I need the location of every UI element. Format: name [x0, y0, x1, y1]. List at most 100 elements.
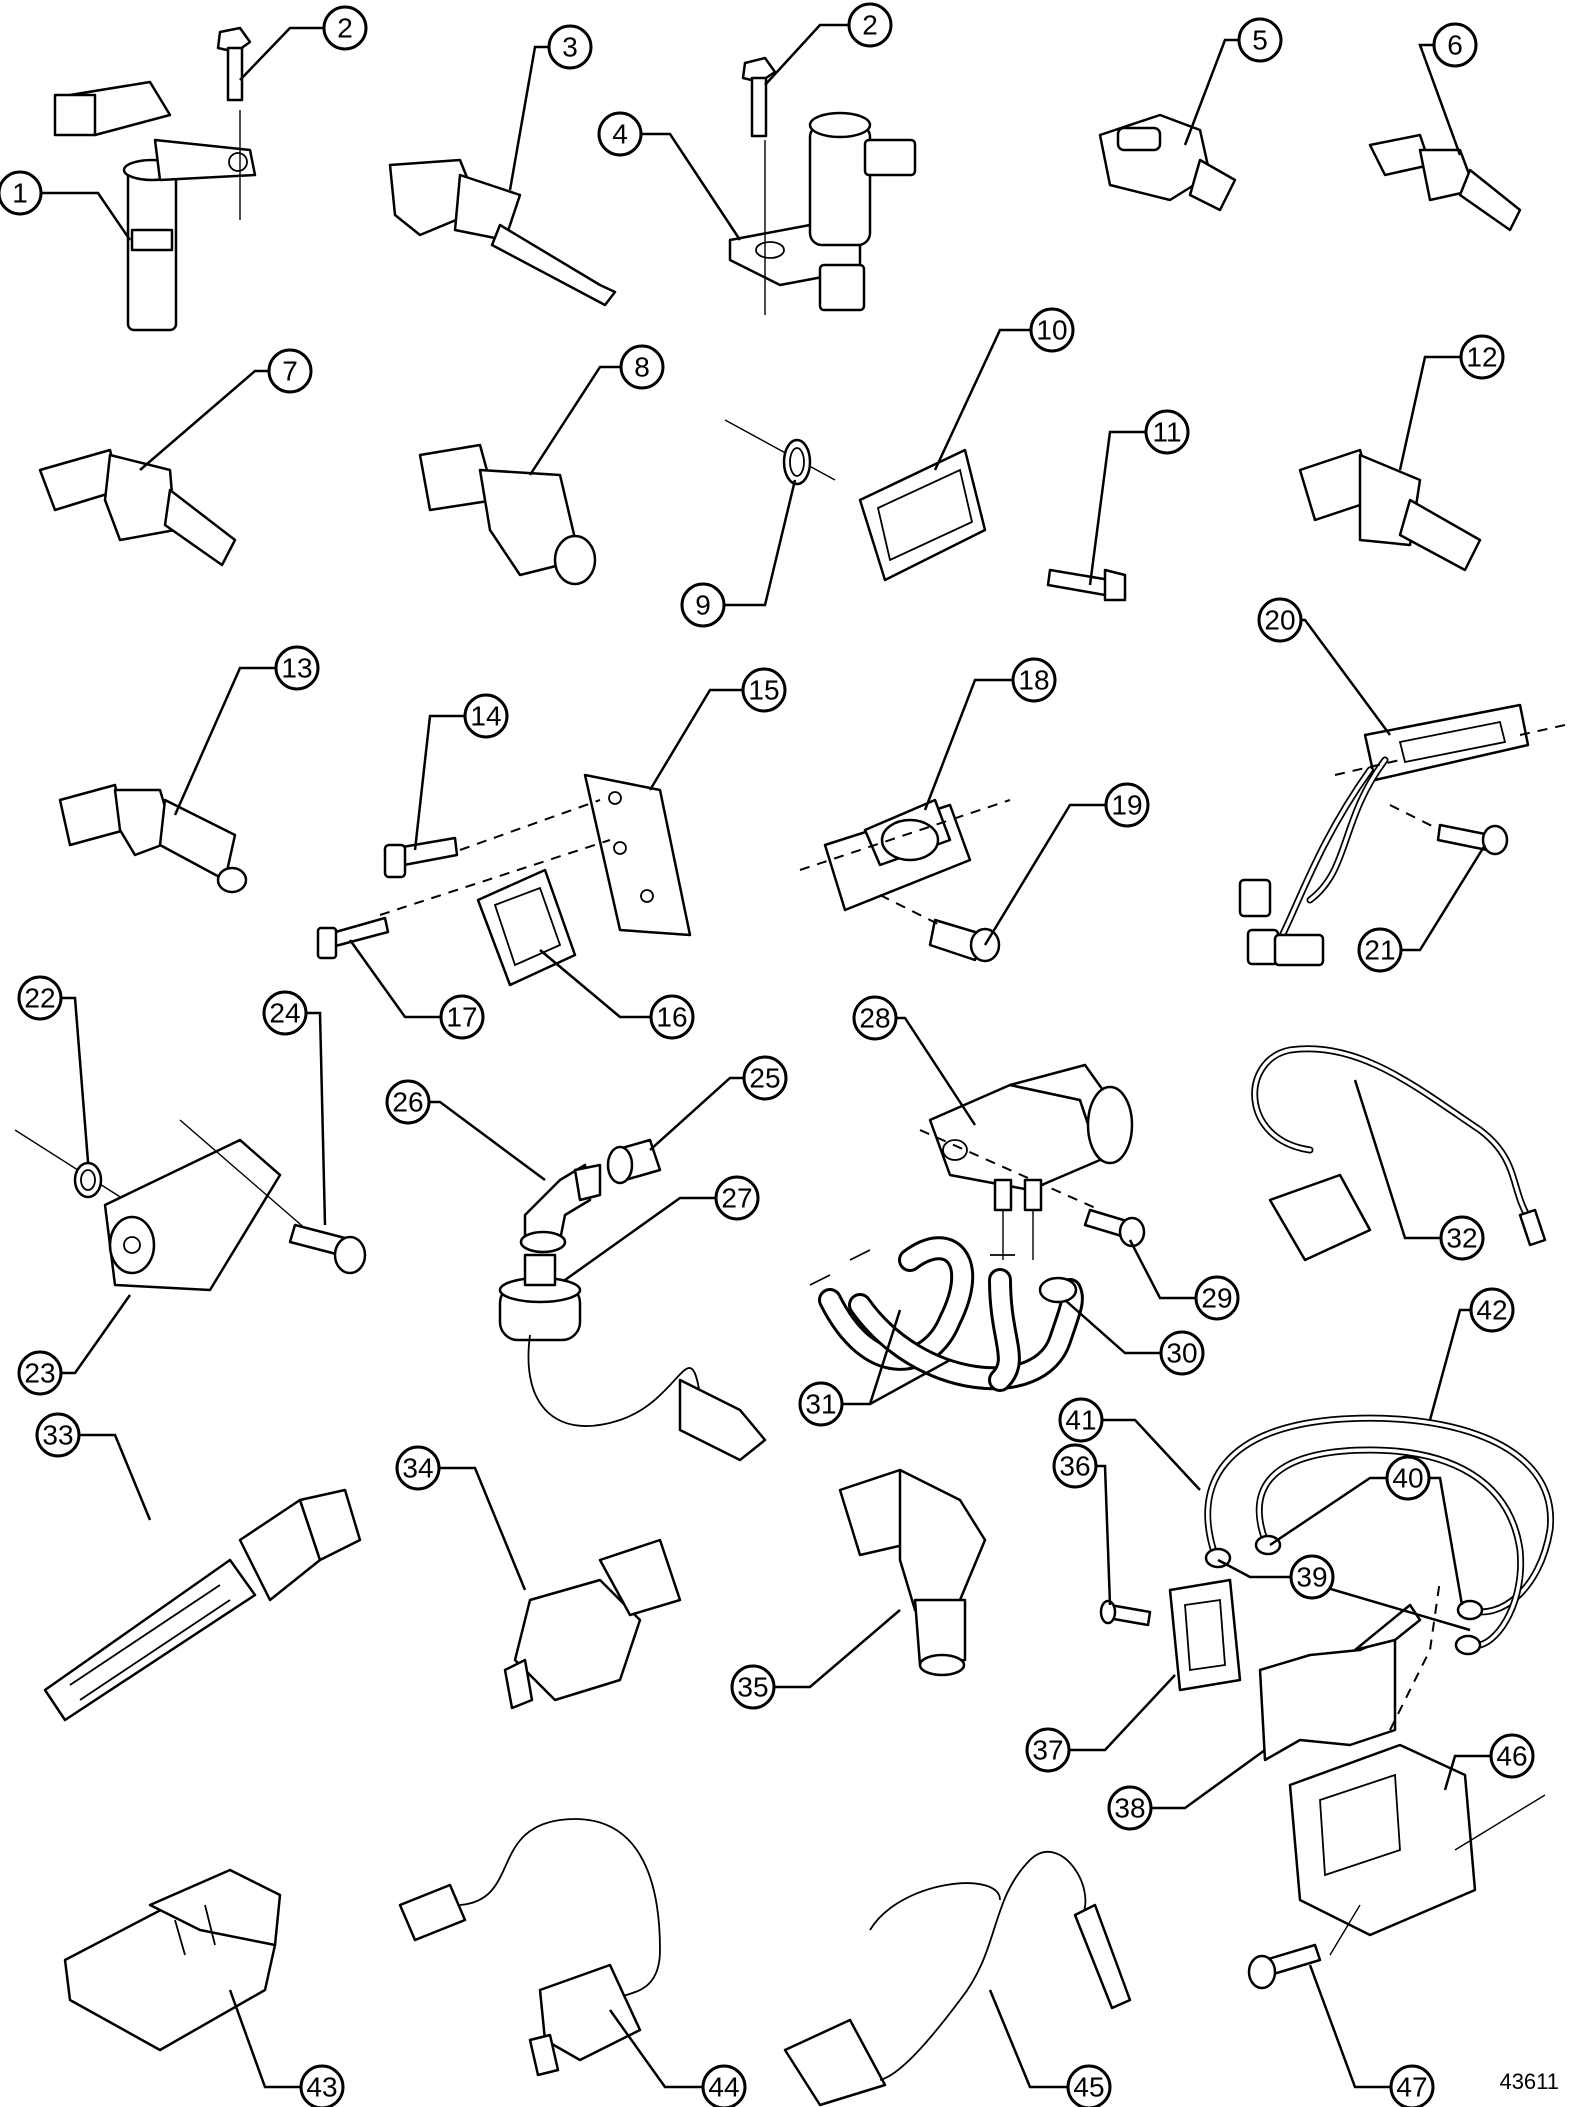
- callout-10: 10: [1029, 307, 1075, 353]
- pressure-sensor-icon: [799, 798, 1011, 912]
- callout-33: 33: [35, 1412, 81, 1458]
- svg-text:15: 15: [748, 675, 779, 706]
- switch-icon: [1168, 1578, 1242, 1692]
- svg-text:7: 7: [282, 356, 298, 387]
- callout-45: 45: [1066, 2064, 1112, 2107]
- svg-text:22: 22: [24, 983, 55, 1014]
- svg-text:29: 29: [1201, 1283, 1232, 1314]
- svg-text:41: 41: [1065, 1405, 1096, 1436]
- temperature-sensor-probe-icon: [388, 158, 617, 307]
- callout-27: 27: [714, 1175, 760, 1221]
- svg-text:20: 20: [1264, 605, 1295, 636]
- callout-4: 4: [597, 111, 643, 157]
- control-module-icon: [476, 868, 577, 987]
- svg-text:12: 12: [1466, 342, 1497, 373]
- svg-text:38: 38: [1114, 1793, 1145, 1824]
- svg-text:33: 33: [42, 1420, 73, 1451]
- svg-text:11: 11: [1152, 417, 1181, 448]
- bolt-icon: [1083, 1208, 1146, 1248]
- callout-23: 23: [17, 1350, 63, 1396]
- callout-2b: 2: [847, 2, 893, 48]
- sensor-with-harness-icon: [1238, 703, 1566, 967]
- svg-text:40: 40: [1392, 1463, 1423, 1494]
- svg-text:45: 45: [1073, 2072, 1104, 2103]
- speed-sensor-icon: [838, 1468, 987, 1677]
- callout-41: 41: [1058, 1397, 1104, 1443]
- bolt-icon: [1247, 1943, 1322, 1990]
- bracket-icon: [1258, 1579, 1441, 1762]
- callout-26: 26: [385, 1079, 431, 1125]
- bolt-icon: [316, 916, 390, 960]
- o-ring-icon: [14, 1129, 126, 1201]
- callout-7: 7: [267, 348, 313, 394]
- svg-text:3: 3: [562, 32, 578, 63]
- callout-25: 25: [742, 1055, 788, 1101]
- callout-37: 37: [1025, 1727, 1071, 1773]
- callout-42: 42: [1469, 1287, 1515, 1333]
- callout-39: 39: [1289, 1554, 1335, 1600]
- svg-text:19: 19: [1111, 790, 1142, 821]
- svg-text:37: 37: [1032, 1735, 1063, 1766]
- svg-text:13: 13: [281, 653, 312, 684]
- temperature-probe-harness-icon: [1251, 1045, 1547, 1262]
- callout-29: 29: [1194, 1275, 1240, 1321]
- svg-text:8: 8: [634, 352, 650, 383]
- map-sensor-icon: [858, 448, 987, 582]
- svg-text:6: 6: [1447, 30, 1463, 61]
- svg-text:4: 4: [612, 119, 628, 150]
- svg-text:36: 36: [1059, 1451, 1090, 1482]
- svg-text:25: 25: [749, 1063, 780, 1094]
- svg-text:1: 1: [12, 178, 28, 209]
- svg-text:26: 26: [392, 1087, 423, 1118]
- o-ring-icon: [724, 419, 836, 486]
- callout-6: 6: [1432, 22, 1478, 68]
- elbow-fitting-icon: [519, 1163, 602, 1254]
- temperature-sensor-icon: [38, 448, 237, 567]
- figure-id: 43611: [1499, 2069, 1559, 2094]
- map-sensor-icon: [103, 1119, 331, 1292]
- bolt-icon: [1038, 1276, 1078, 1304]
- oil-pressure-sensor-icon: [503, 1538, 682, 1710]
- bolt-icon: [1389, 804, 1509, 856]
- callout-24: 24: [262, 990, 308, 1036]
- pressure-sensor-icon: [1098, 113, 1237, 212]
- oil-pressure-sensor-icon: [418, 443, 597, 586]
- callout-19: 19: [1104, 782, 1150, 828]
- callout-18: 18: [1011, 657, 1057, 703]
- crankshaft-position-sensor-icon: [728, 111, 917, 315]
- callout-32: 32: [1439, 1215, 1485, 1261]
- callout-2: 2: [322, 5, 368, 51]
- callout-15: 15: [741, 667, 787, 713]
- callout-16: 16: [649, 994, 695, 1040]
- temperature-sensor-icon: [58, 783, 248, 894]
- callout-20: 20: [1257, 597, 1303, 643]
- callout-22: 22: [17, 975, 63, 1021]
- svg-text:44: 44: [708, 2072, 739, 2103]
- svg-text:31: 31: [805, 1389, 836, 1420]
- svg-text:30: 30: [1166, 1338, 1197, 1369]
- svg-text:10: 10: [1036, 315, 1067, 346]
- callout-1: 1: [0, 170, 43, 216]
- svg-text:16: 16: [656, 1002, 687, 1033]
- wiring-harness-icon: [1204, 1414, 1555, 1656]
- callout-36: 36: [1052, 1443, 1098, 1489]
- svg-text:18: 18: [1018, 665, 1049, 696]
- svg-text:43: 43: [306, 2072, 337, 2103]
- callout-38: 38: [1107, 1785, 1153, 1831]
- svg-text:24: 24: [269, 998, 300, 1029]
- callout-3: 3: [547, 24, 593, 70]
- bolt-icon: [879, 894, 1001, 963]
- callout-44: 44: [701, 2064, 747, 2107]
- svg-text:21: 21: [1364, 935, 1395, 966]
- vacuum-hose-icon: [809, 1210, 1084, 1392]
- callout-17: 17: [439, 994, 485, 1040]
- svg-text:39: 39: [1296, 1562, 1327, 1593]
- svg-text:9: 9: [695, 590, 711, 621]
- bolt-icon: [383, 836, 459, 879]
- fuel-level-sender-icon: [43, 1488, 362, 1722]
- svg-text:28: 28: [859, 1003, 890, 1034]
- svg-text:35: 35: [737, 1672, 768, 1703]
- callout-11: 11: [1144, 409, 1190, 455]
- bolt-icon: [1099, 1599, 1152, 1627]
- bolt-icon: [741, 56, 777, 138]
